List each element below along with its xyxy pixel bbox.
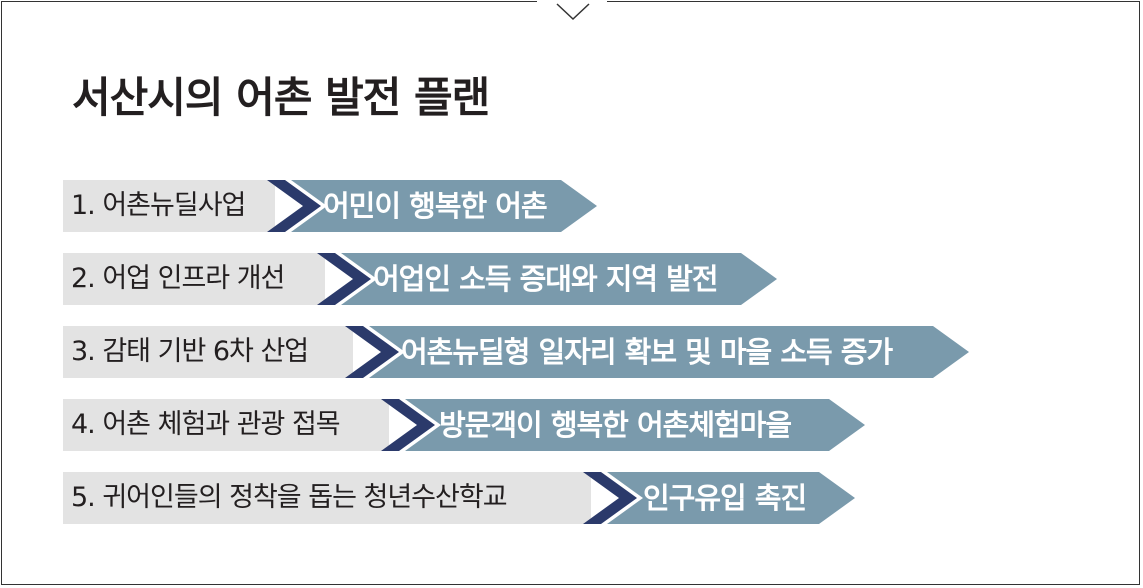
plan-label-box xyxy=(63,326,353,378)
plan-goal: 방문객이 행복한 어촌체험마을 xyxy=(439,408,792,442)
plan-arrow xyxy=(583,472,855,524)
page-title: 서산시의 어촌 발전 플랜 xyxy=(72,73,490,122)
plan-label-box xyxy=(63,180,275,232)
plan-goal: 인구유입 촉진 xyxy=(643,481,807,515)
plan-label: 3. 감태 기반 6차 산업 xyxy=(71,336,309,367)
plan-label-box xyxy=(63,253,325,305)
plan-label: 2. 어업 인프라 개선 xyxy=(71,263,285,294)
plan-arrow xyxy=(317,253,777,305)
plan-goal: 어업인 소득 증대와 지역 발전 xyxy=(373,262,719,296)
plan-arrow xyxy=(381,399,865,451)
plan-label: 4. 어촌 체험과 관광 접목 xyxy=(71,409,341,440)
plan-arrow xyxy=(267,180,597,232)
plan-label-box xyxy=(63,472,591,524)
plan-goal: 어촌뉴딜형 일자리 확보 및 마을 소득 증가 xyxy=(401,335,893,369)
chevron-down-icon xyxy=(556,3,590,21)
plan-label: 1. 어촌뉴딜사업 xyxy=(71,190,246,221)
plan-arrow xyxy=(345,326,969,378)
plan-label-box xyxy=(63,399,389,451)
plan-label: 5. 귀어인들의 정착을 돕는 청년수산학교 xyxy=(71,482,508,513)
plan-goal: 어민이 행복한 어촌 xyxy=(323,189,548,223)
frame-notch-gap xyxy=(537,0,607,6)
